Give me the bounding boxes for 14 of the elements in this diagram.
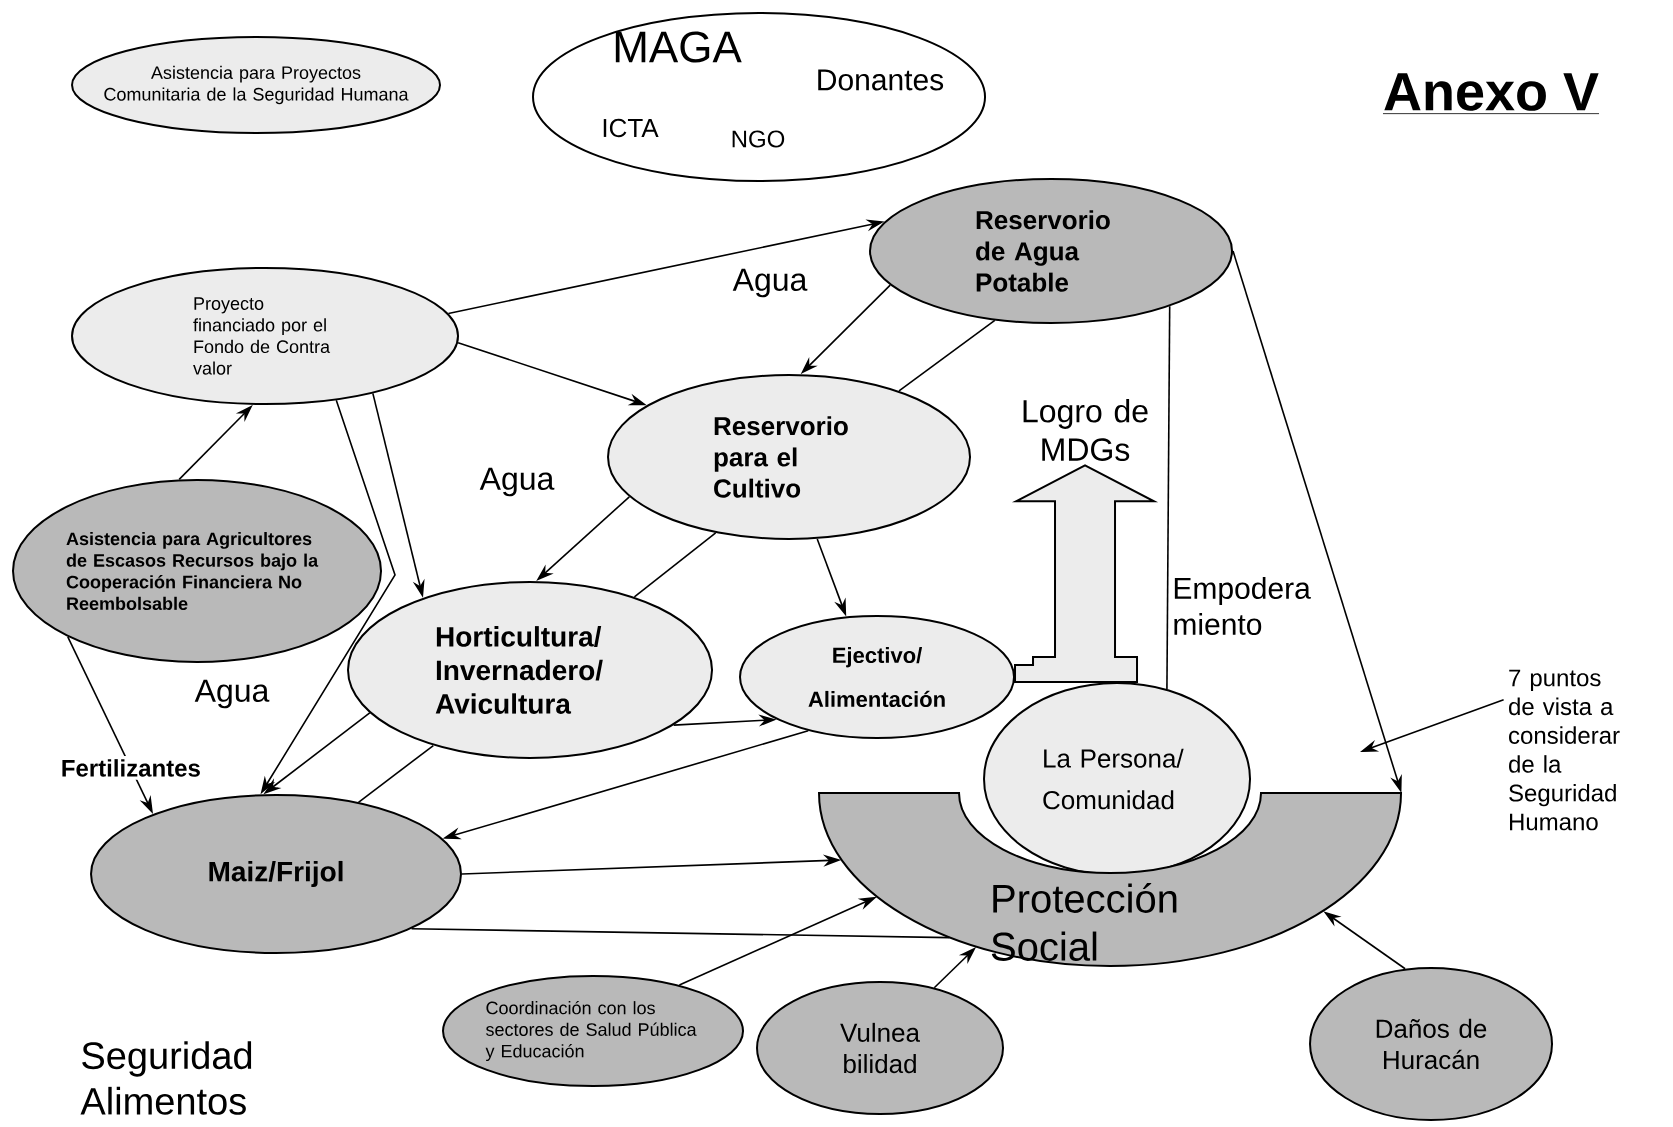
note-text: 7 puntos de vista a considerar de la Seguridad Humano: [1509, 669, 1620, 831]
text-label: Agua: [732, 268, 808, 298]
connector-line: [410, 927, 951, 939]
connector-line: [633, 532, 717, 598]
connector-line: [898, 319, 996, 392]
title: Anexo V: [1382, 73, 1600, 115]
text-label: Agua: [479, 467, 555, 497]
connector-line: [357, 744, 435, 804]
text-label: Empodera miento: [1174, 577, 1311, 635]
text-label: Seguridad Alimentos: [80, 1041, 252, 1115]
text-label: Agua: [194, 679, 270, 709]
connector-line: [1166, 305, 1171, 690]
text-label: Logro de MDGs: [1023, 399, 1148, 461]
edge-label: Fertilizantes: [57, 756, 204, 780]
